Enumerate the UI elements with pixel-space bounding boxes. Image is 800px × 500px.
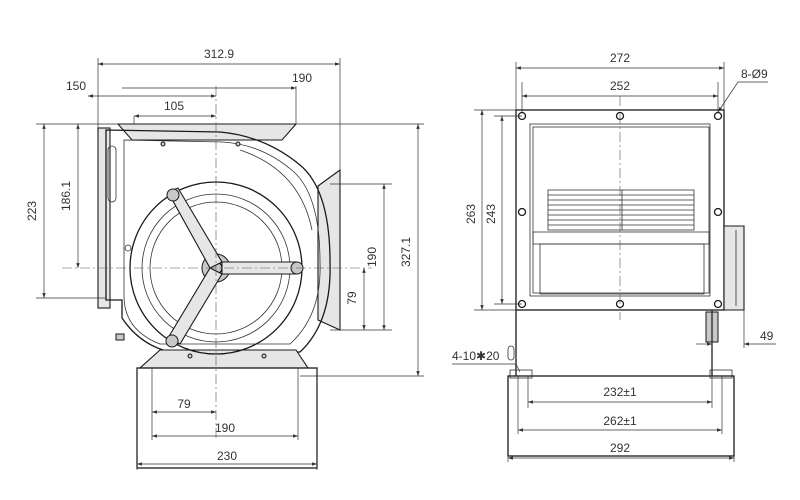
front-marker-4 bbox=[261, 353, 267, 359]
leader-holes bbox=[717, 81, 739, 113]
front-arm-bottom bbox=[167, 267, 223, 345]
side-hole-8 bbox=[713, 207, 723, 217]
dim-bottom-190: 190 bbox=[215, 421, 235, 435]
dim-top-flange: 190 bbox=[292, 71, 312, 85]
side-wheel-blades bbox=[548, 194, 694, 226]
front-left-plate bbox=[97, 127, 111, 309]
front-screw bbox=[124, 244, 132, 252]
dim-inner-105: 105 bbox=[164, 99, 184, 113]
dim-width-252: 252 bbox=[610, 79, 630, 93]
front-slot bbox=[107, 145, 117, 203]
side-slot-symbol bbox=[507, 345, 515, 361]
front-bolt-3 bbox=[165, 334, 179, 348]
front-scroll-inner bbox=[123, 139, 321, 345]
dim-height-327: 327.1 bbox=[399, 237, 413, 267]
dim-offset-49: 49 bbox=[760, 329, 774, 343]
dim-width-272: 272 bbox=[610, 51, 630, 65]
front-scroll-housing bbox=[105, 129, 331, 353]
front-view: 312.9 150 190 105 223 186.1 327.1 190 79… bbox=[25, 47, 424, 470]
dim-overall-width: 312.9 bbox=[204, 47, 234, 61]
front-marker-2 bbox=[235, 141, 241, 147]
side-housing bbox=[532, 126, 710, 294]
side-base-foot-r bbox=[709, 369, 733, 379]
dim-right-79: 79 bbox=[345, 291, 359, 305]
side-outlet bbox=[532, 231, 710, 245]
front-tab bbox=[115, 333, 125, 341]
dim-base-262: 262±1 bbox=[603, 414, 637, 428]
side-hole-7 bbox=[517, 207, 527, 217]
dim-bottom-230: 230 bbox=[217, 449, 237, 463]
dim-height-186: 186.1 bbox=[59, 181, 73, 211]
dim-base-292: 292 bbox=[610, 441, 630, 455]
side-view: 272 252 8-Ø9 263 243 4-10✱20 49 232±1 26… bbox=[452, 51, 776, 462]
front-marker-1 bbox=[160, 141, 166, 147]
side-hole-4 bbox=[713, 299, 723, 309]
dim-base-232: 232±1 bbox=[603, 385, 637, 399]
front-base-plate bbox=[138, 349, 310, 369]
side-motor-box bbox=[723, 225, 745, 311]
side-cutoff bbox=[539, 243, 705, 295]
dim-height-223: 223 bbox=[25, 201, 39, 221]
dim-height-263: 263 bbox=[464, 204, 478, 224]
front-bolt-1 bbox=[166, 188, 180, 202]
side-base bbox=[507, 375, 735, 457]
dim-slot-note: 4-10✱20 bbox=[452, 349, 500, 363]
side-hole-2 bbox=[713, 111, 723, 121]
dim-left-offset: 150 bbox=[66, 79, 86, 93]
side-base-foot-l bbox=[509, 369, 533, 379]
front-marker-3 bbox=[187, 353, 193, 359]
dim-bottom-79: 79 bbox=[177, 397, 191, 411]
dim-holes-note: 8-Ø9 bbox=[741, 67, 768, 81]
front-scroll-guide bbox=[239, 149, 313, 231]
leader-slot-tail bbox=[515, 363, 521, 373]
dim-right-190: 190 bbox=[365, 247, 379, 267]
dim-height-243: 243 bbox=[484, 204, 498, 224]
front-right-plate bbox=[317, 168, 341, 331]
